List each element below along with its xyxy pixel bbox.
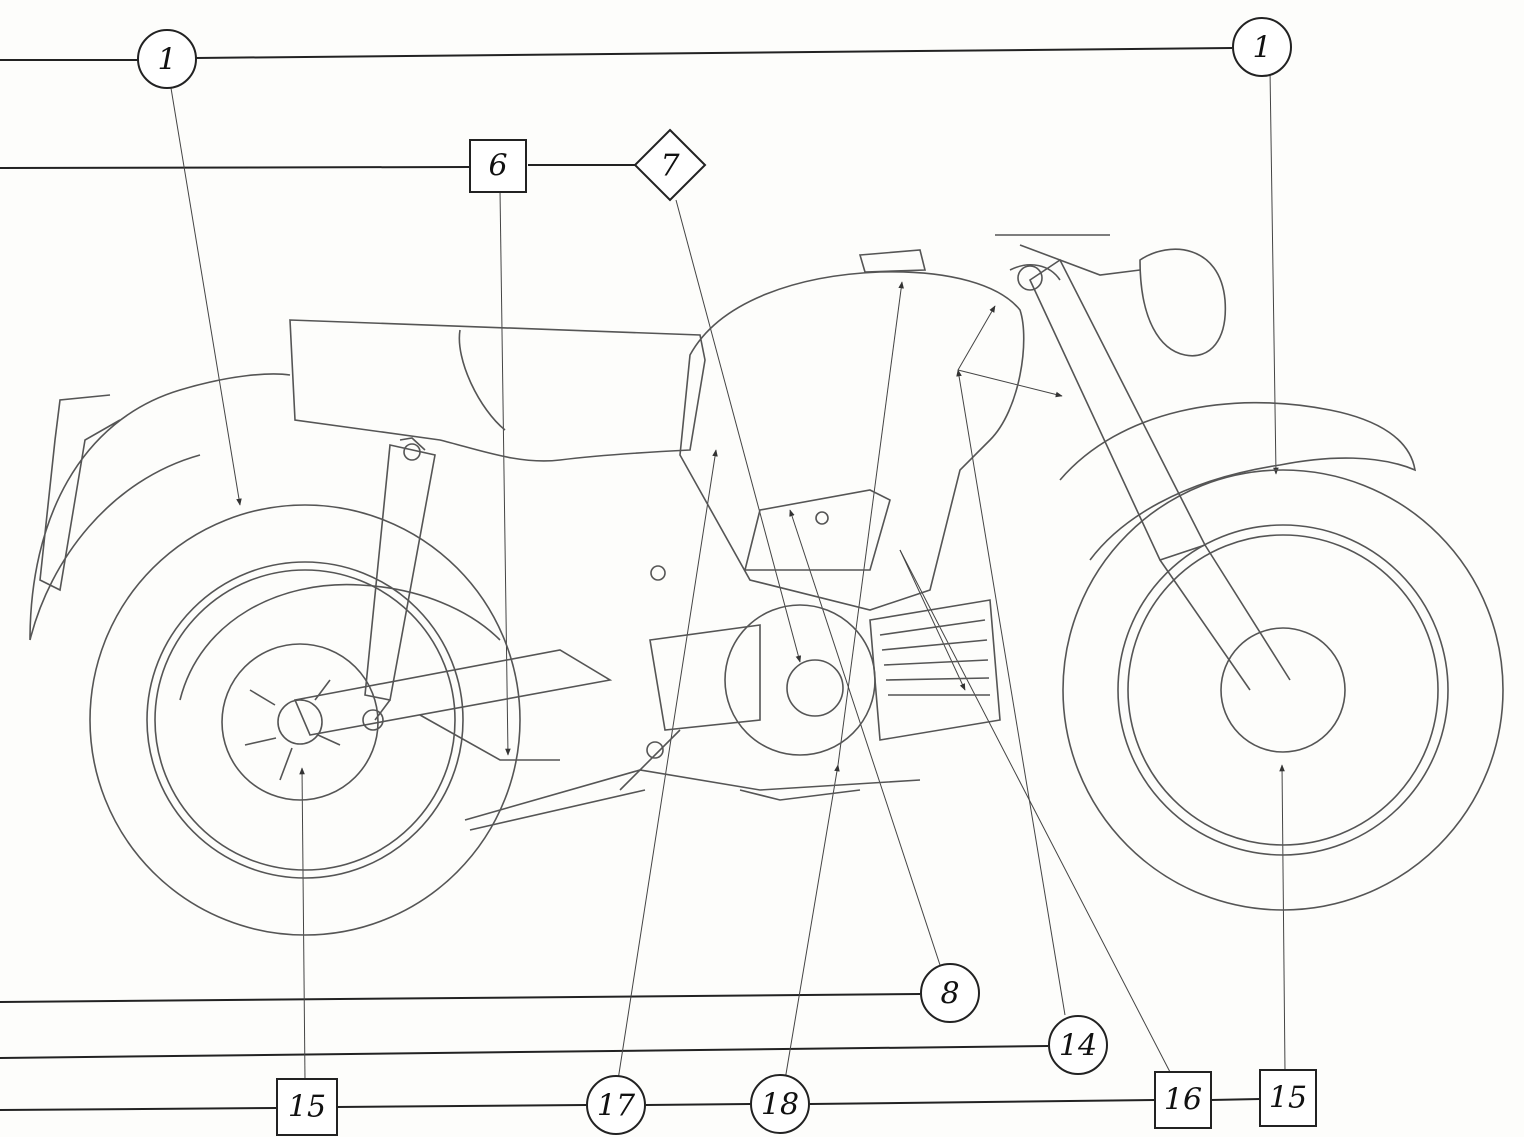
front-fender xyxy=(1059,401,1417,561)
motorcycle-illustration xyxy=(29,234,1504,936)
engine xyxy=(649,599,1001,756)
swing-arm xyxy=(293,649,613,761)
marker-label: 15 xyxy=(288,1090,326,1125)
marker-15-bottom-right: 15 xyxy=(1259,1069,1317,1127)
marker-label: 18 xyxy=(761,1088,799,1123)
exhaust xyxy=(464,769,921,831)
front-wheel xyxy=(1062,469,1504,911)
headlamp xyxy=(1139,248,1227,357)
marker-label: 6 xyxy=(488,149,507,184)
handlebars xyxy=(995,234,1141,281)
marker-7: 7 xyxy=(633,128,707,202)
marker-label: 1 xyxy=(1252,31,1271,66)
marker-18: 18 xyxy=(750,1074,810,1134)
marker-17: 17 xyxy=(586,1075,646,1135)
marker-1-top-left: 1 xyxy=(137,29,197,89)
leader-lines xyxy=(169,69,1286,1081)
marker-14: 14 xyxy=(1048,1015,1108,1075)
marker-label: 1 xyxy=(157,43,176,78)
marker-label: 16 xyxy=(1164,1083,1202,1118)
marker-16: 16 xyxy=(1154,1071,1212,1129)
marker-label: 15 xyxy=(1269,1081,1307,1116)
marker-6: 6 xyxy=(469,139,527,193)
fuel-tank xyxy=(679,271,1025,611)
marker-label: 17 xyxy=(597,1089,636,1124)
front-fork xyxy=(1028,258,1291,691)
marker-label: 7 xyxy=(660,149,680,184)
rear-fender xyxy=(29,373,291,641)
marker-15-bottom-left: 15 xyxy=(276,1078,338,1136)
callout-lines xyxy=(0,47,1261,1111)
rear-wheel xyxy=(89,504,521,936)
marker-label: 8 xyxy=(940,977,959,1012)
marker-1-top-right: 1 xyxy=(1232,17,1292,77)
marker-label: 14 xyxy=(1059,1029,1097,1064)
side-panel xyxy=(743,489,891,571)
marker-8: 8 xyxy=(920,963,980,1023)
seat xyxy=(289,319,706,462)
